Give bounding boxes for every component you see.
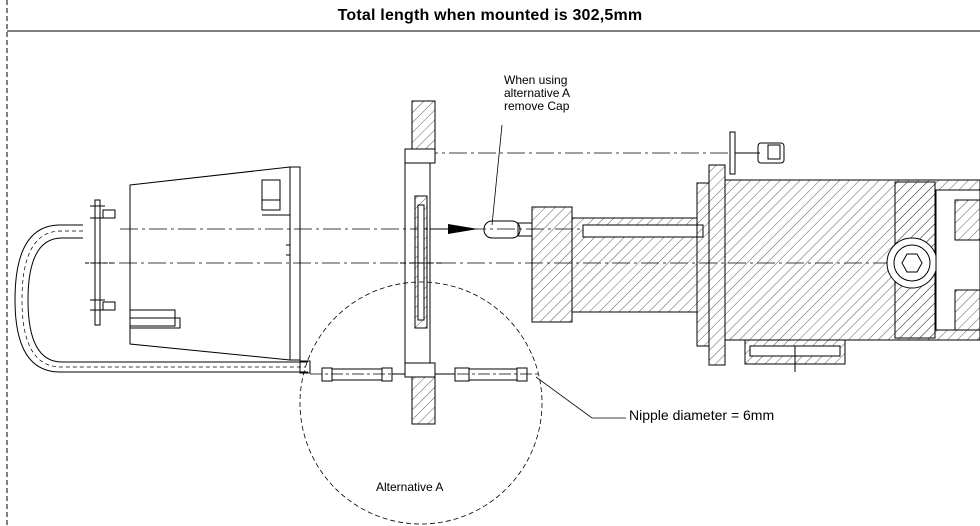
detail-circle-alternative-a <box>299 281 543 525</box>
drawing-title: Total length when mounted is 302,5mm <box>337 7 643 24</box>
cap-removal-note: When using alternative A remove Cap <box>504 74 570 113</box>
cap-note-leader <box>491 124 503 226</box>
nipple-note-leader <box>535 376 626 419</box>
mounting-bracket <box>85 199 116 326</box>
nipple-left <box>321 367 405 382</box>
cap-note-line-3: remove Cap <box>504 99 570 113</box>
nipple-right <box>435 367 528 382</box>
cap-plug <box>483 220 533 239</box>
sensor-cap-housing <box>129 166 301 361</box>
hydraulic-unit <box>531 164 980 372</box>
cable-loop <box>14 224 311 374</box>
alternative-a-label: Alternative A <box>376 480 444 494</box>
insertion-arrow <box>430 224 478 234</box>
flange <box>400 100 445 425</box>
screw <box>729 131 785 175</box>
cap-note-line-1: When using <box>504 73 568 87</box>
cap-note-line-2: alternative A <box>504 86 571 100</box>
nipple-diameter-note: Nipple diameter = 6mm <box>629 407 775 423</box>
